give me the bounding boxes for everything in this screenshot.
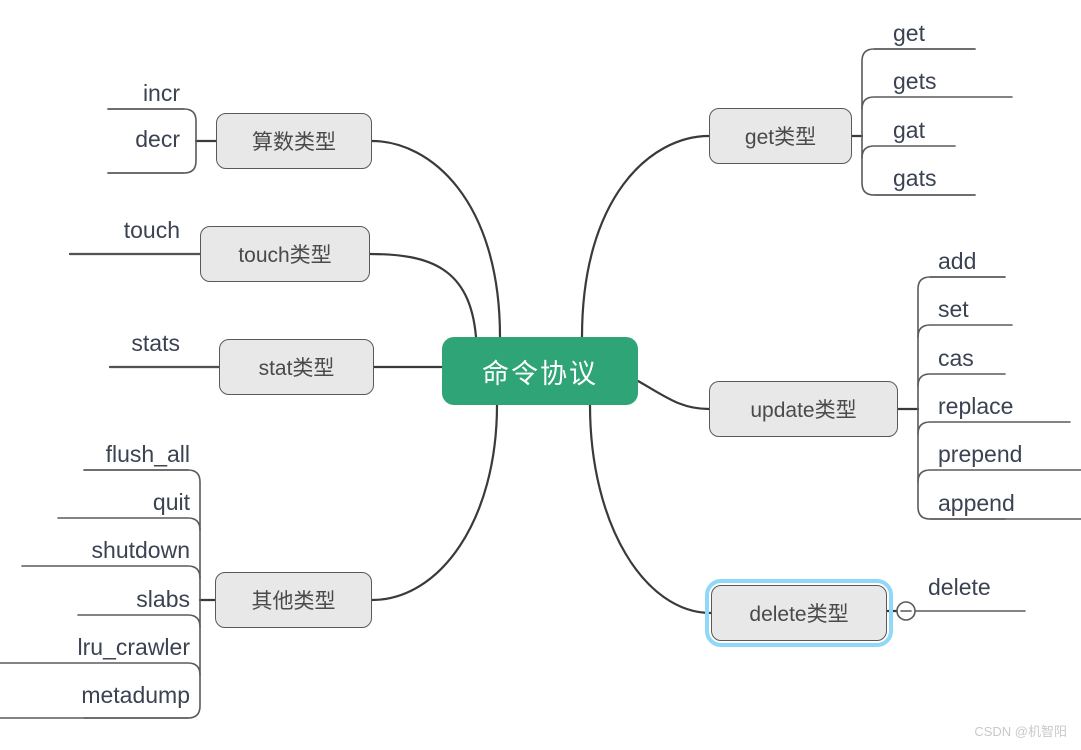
leaf-incr[interactable]: incr [142,80,180,106]
leaf-cas[interactable]: cas [938,345,974,371]
branch-node-touch-label: touch类型 [238,244,332,267]
leaf-prepend[interactable]: prepend [938,441,1023,467]
center-node[interactable]: 命令协议 [442,337,638,405]
rule-gets [861,96,1013,110]
leaf-set[interactable]: set [938,296,969,322]
leaf-slabs[interactable]: slabs [136,586,190,612]
leaf-replace[interactable]: replace [938,393,1014,419]
edge-center-to-update [636,379,711,411]
branch-node-touch[interactable]: touch类型 [200,226,370,282]
rule-lru-crawler [0,662,201,676]
rule-quit [57,517,201,531]
bracket-other [83,469,201,719]
rule-shutdown [21,565,201,579]
leaf-append[interactable]: append [938,490,1015,516]
branch-node-stat-label: stat类型 [258,357,335,380]
edge-center-to-delete [588,403,713,615]
leaf-add[interactable]: add [938,248,977,274]
rule-set [917,324,1013,338]
rule-replace [917,421,1071,435]
leaf-stats[interactable]: stats [131,330,180,356]
branch-node-update[interactable]: update类型 [709,381,898,437]
bracket-arith [107,108,197,174]
rule-gat [861,145,956,159]
leaf-shutdown[interactable]: shutdown [91,537,190,563]
edge-center-to-arith [370,139,502,339]
branch-node-update-label: update类型 [750,399,857,422]
watermark: CSDN @机智阳 [974,724,1067,739]
leaf-lru-crawler[interactable]: lru_crawler [77,634,190,660]
leaf-get[interactable]: get [893,20,925,46]
leaf-touch[interactable]: touch [123,217,180,243]
edge-center-to-touch [368,252,478,339]
leaf-decr[interactable]: decr [135,126,180,152]
branch-node-delete[interactable]: delete类型 [705,579,893,647]
edge-center-to-other [370,403,499,602]
bracket-get [861,48,976,196]
branch-node-delete-label: delete类型 [749,603,849,626]
rule-prepend [917,469,1081,483]
leaf-gat[interactable]: gat [893,117,925,143]
branch-node-get[interactable]: get类型 [709,108,852,164]
leaf-metadump[interactable]: metadump [81,682,190,708]
leaf-flush-all[interactable]: flush_all [105,441,190,467]
center-node-label: 命令协议 [482,358,598,389]
leaf-quit[interactable]: quit [152,489,190,515]
branch-node-other[interactable]: 其他类型 [215,572,372,628]
bracket-update [917,276,1006,520]
edge-center-to-get [580,134,711,339]
branch-node-get-label: get类型 [744,126,817,149]
branch-node-other-label: 其他类型 [251,590,336,613]
branch-node-arith-label: 算数类型 [252,131,336,154]
leaf-gats[interactable]: gats [893,165,937,191]
leaf-delete[interactable]: delete [928,574,991,600]
rule-slabs [77,614,201,628]
rule-cas [917,373,1006,387]
leaf-gets[interactable]: gets [893,68,937,94]
branch-node-stat[interactable]: stat类型 [219,339,374,395]
branch-node-arith[interactable]: 算数类型 [216,113,372,169]
